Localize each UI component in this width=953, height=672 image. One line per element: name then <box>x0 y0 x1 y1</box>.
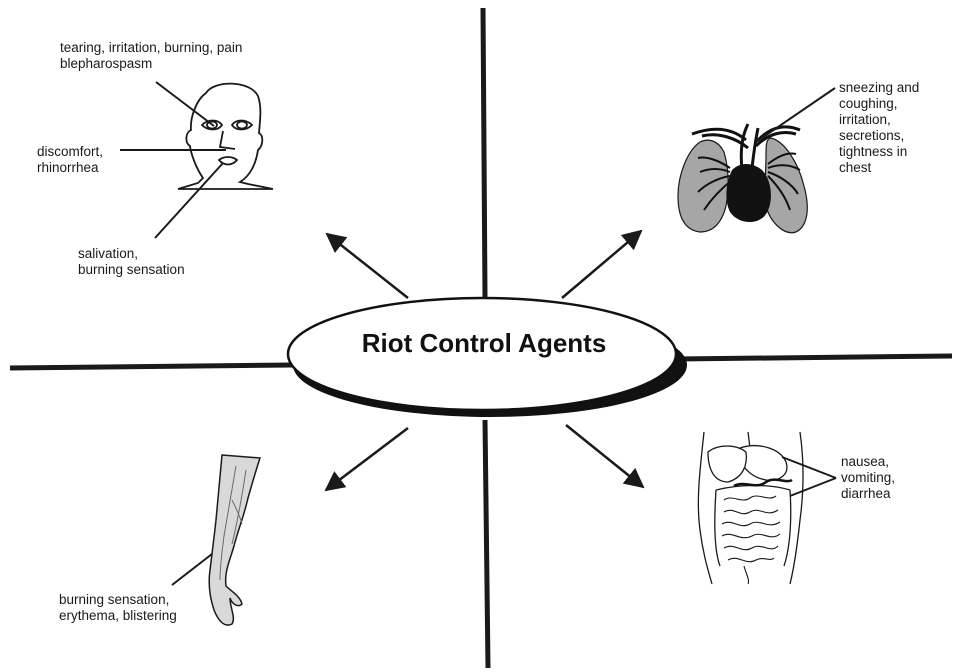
skin-label-line-1: burning sensation, <box>59 592 177 608</box>
jejunum-dark-icon <box>734 480 792 486</box>
divider-top <box>483 8 485 297</box>
lungs-label-line-2: coughing, <box>839 96 919 112</box>
torso-outline-right <box>790 432 803 584</box>
arrow-gi-quadrant <box>566 425 643 487</box>
arrow-skin-quadrant <box>326 428 408 490</box>
lungs-label-line-6: chest <box>839 160 919 176</box>
liver-icon <box>708 446 746 482</box>
heart-icon <box>726 164 771 222</box>
head-outline <box>178 84 273 189</box>
arrow-lung-quadrant <box>562 231 641 298</box>
right-pupil-icon <box>237 122 247 129</box>
lungs-label-line-1: sneezing and <box>839 80 919 96</box>
small-intestine-icon <box>722 496 780 584</box>
lungs-label: sneezing and coughing, irritation, secre… <box>839 80 919 176</box>
divider-right <box>676 356 952 359</box>
nose-label-line-1: discomfort, <box>37 144 103 160</box>
gi-label-line-2: vomiting, <box>841 470 895 486</box>
arm-illustration <box>209 455 260 625</box>
gi-tract-illustration <box>698 432 803 584</box>
skin-label: burning sensation, erythema, blistering <box>59 592 177 624</box>
skin-label-line-2: erythema, blistering <box>59 608 177 624</box>
stomach-icon <box>740 446 787 481</box>
head-illustration <box>178 84 273 189</box>
divider-bottom <box>485 420 488 668</box>
mouth-label: salivation, burning sensation <box>78 246 185 278</box>
eyes-label-line-1: tearing, irritation, burning, pain <box>60 40 242 56</box>
arrow-head-quadrant <box>327 234 408 298</box>
mouth-leader <box>155 163 223 238</box>
mouth-label-line-1: salivation, <box>78 246 185 262</box>
gi-leader-lower <box>790 478 836 496</box>
nose-label-line-2: rhinorrhea <box>37 160 103 176</box>
left-lung-icon <box>678 140 728 232</box>
divider-left <box>10 365 292 368</box>
diagram-title: Riot Control Agents <box>288 328 680 358</box>
eyes-label-line-2: blepharospasm <box>60 56 242 72</box>
lungs-label-line-4: secretions, <box>839 128 919 144</box>
lungs-label-line-5: tightness in <box>839 144 919 160</box>
lungs-label-line-3: irritation, <box>839 112 919 128</box>
nose-label: discomfort, rhinorrhea <box>37 144 103 176</box>
gi-label-line-1: nausea, <box>841 454 895 470</box>
mouth-label-line-2: burning sensation <box>78 262 185 278</box>
lungs-illustration <box>678 124 807 233</box>
skin-leader <box>172 554 212 585</box>
arm-icon <box>209 455 260 625</box>
gi-leader-upper <box>782 457 836 478</box>
right-lung-icon <box>765 138 807 233</box>
gi-label-line-3: diarrhea <box>841 486 895 502</box>
eyes-label: tearing, irritation, burning, pain bleph… <box>60 40 242 72</box>
colon-icon <box>715 486 791 567</box>
gi-label: nausea, vomiting, diarrhea <box>841 454 895 502</box>
